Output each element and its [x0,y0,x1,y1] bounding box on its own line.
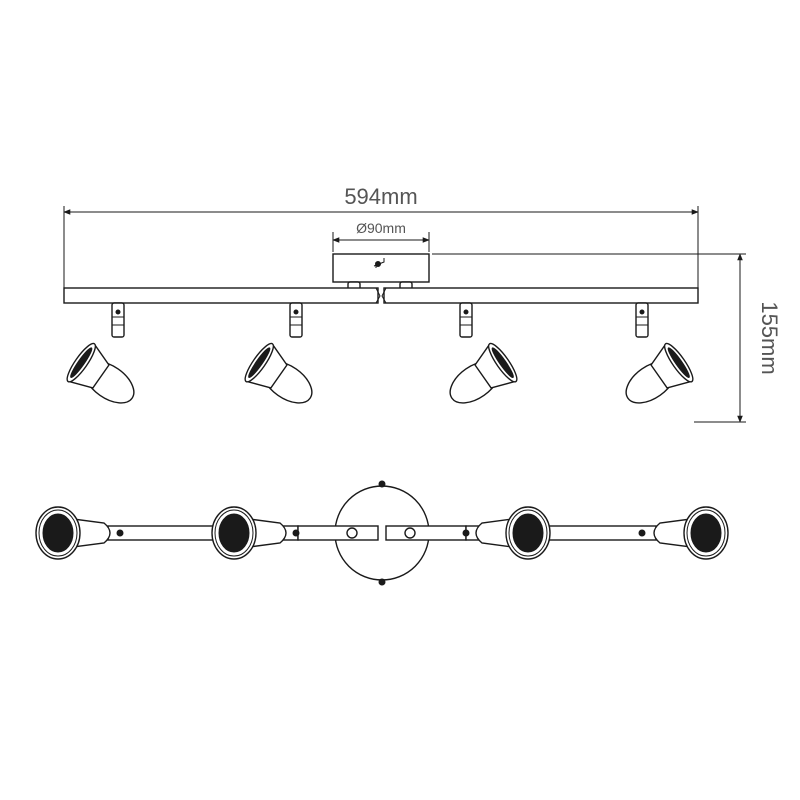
overall-width-label: 594mm [344,184,417,209]
plan-spotlight-1 [35,506,111,560]
overall-width-dimension: 594mm [63,184,699,288]
height-label: 155mm [757,301,782,374]
plan-view [35,480,729,586]
spotlight-4 [614,302,698,418]
base-diameter-label: Ø90mm [356,220,406,236]
spotlight-3 [438,302,522,418]
right-arm [383,287,699,304]
plan-spotlight-4 [653,506,729,560]
height-dimension: 155mm [432,253,782,423]
ceiling-base [332,253,430,283]
base-diameter-dimension: Ø90mm [332,220,430,252]
spotlight-1 [62,302,146,418]
left-arm [63,287,379,304]
side-elevation-view [62,253,699,418]
plan-spotlight-3 [475,506,551,560]
plan-spotlight-2 [211,506,287,560]
spotlight-2 [240,302,324,418]
